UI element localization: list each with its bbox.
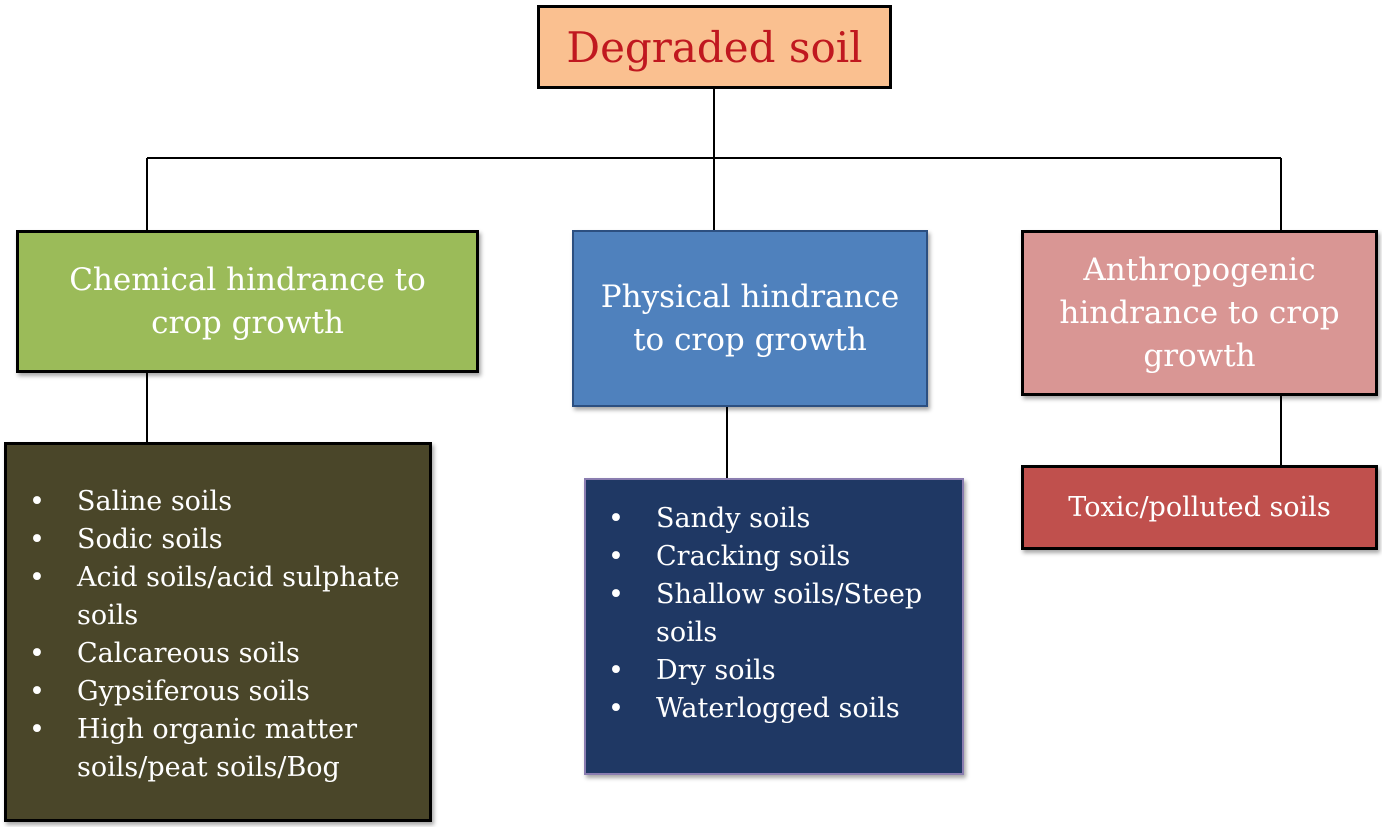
items-box-physical: Sandy soils Cracking soils Shallow soils… (584, 478, 964, 775)
list-item: High organic matter soils/peat soils/Bog (7, 711, 429, 787)
root-node-label: Degraded soil (566, 22, 863, 72)
root-node-degraded-soil: Degraded soil (537, 5, 892, 89)
items-box-chemical: Saline soils Sodic soils Acid soils/acid… (4, 442, 432, 822)
list-item: Calcareous soils (7, 635, 429, 673)
items-list-chemical: Saline soils Sodic soils Acid soils/acid… (7, 483, 429, 787)
list-item: Gypsiferous soils (7, 673, 429, 711)
category-node-physical: Physical hindrance to crop growth (572, 230, 928, 407)
list-item: Acid soils/acid sulphate soils (7, 559, 429, 635)
list-item: Sodic soils (7, 521, 429, 559)
list-item: Cracking soils (586, 538, 962, 576)
category-node-anthropogenic: Anthropogenic hindrance to crop growth (1021, 230, 1378, 396)
category-node-chemical: Chemical hindrance to crop growth (16, 230, 479, 373)
items-box-anthropogenic: Toxic/polluted soils (1021, 465, 1378, 550)
items-list-physical: Sandy soils Cracking soils Shallow soils… (586, 500, 962, 728)
list-item: Waterlogged soils (586, 690, 962, 728)
list-item: Toxic/polluted soils (1068, 491, 1331, 523)
list-item: Dry soils (586, 652, 962, 690)
list-item: Shallow soils/Steep soils (586, 576, 962, 652)
category-label-anthropogenic: Anthropogenic hindrance to crop growth (1059, 251, 1340, 374)
category-label-physical: Physical hindrance to crop growth (600, 278, 900, 358)
category-label-chemical: Chemical hindrance to crop growth (69, 261, 426, 341)
list-item: Saline soils (7, 483, 429, 521)
list-item: Sandy soils (586, 500, 962, 538)
